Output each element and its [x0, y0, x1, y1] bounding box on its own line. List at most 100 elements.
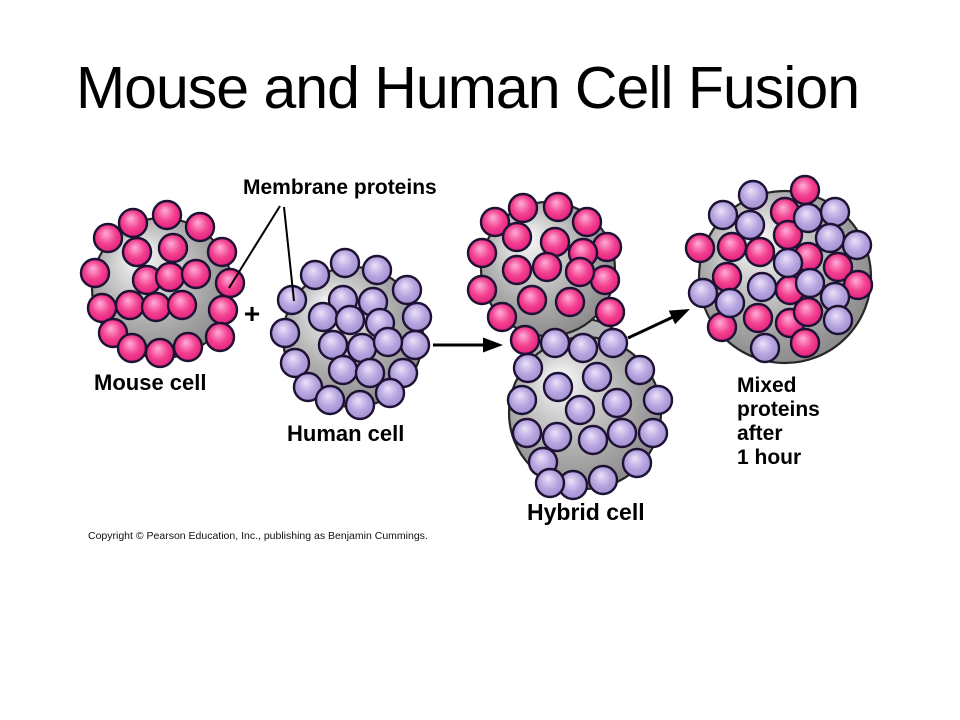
membrane-protein-purple [541, 421, 573, 453]
membrane-protein-purple [746, 271, 778, 303]
membrane-protein-pink [79, 257, 111, 289]
membrane-protein-pink [516, 284, 548, 316]
pointer-line [283, 206, 295, 302]
pointer-line [228, 205, 281, 289]
membrane-protein-purple [567, 332, 599, 364]
membrane-protein-purple [512, 352, 544, 384]
membrane-protein-pink [789, 174, 821, 206]
membrane-protein-pink [539, 226, 571, 258]
membrane-protein-pink [116, 332, 148, 364]
membrane-protein-pink [822, 251, 854, 283]
membrane-protein-pink [172, 331, 204, 363]
membrane-protein-pink [744, 236, 776, 268]
label-mixed-proteins: Mixed proteins after 1 hour [737, 374, 820, 470]
membrane-protein-purple [707, 199, 739, 231]
membrane-protein-purple [542, 371, 574, 403]
membrane-protein-purple [401, 301, 433, 333]
membrane-protein-pink [114, 289, 146, 321]
membrane-protein-pink [214, 267, 246, 299]
membrane-protein-pink [509, 324, 541, 356]
membrane-protein-pink [486, 301, 518, 333]
membrane-protein-pink [742, 302, 774, 334]
membrane-protein-purple [601, 387, 633, 419]
membrane-protein-pink [157, 232, 189, 264]
membrane-protein-pink [571, 206, 603, 238]
membrane-protein-purple [792, 202, 824, 234]
membrane-protein-purple [327, 354, 359, 386]
membrane-protein-pink [711, 261, 743, 293]
membrane-protein-purple [606, 417, 638, 449]
membrane-protein-pink [479, 206, 511, 238]
membrane-protein-purple [687, 277, 719, 309]
membrane-protein-pink [121, 236, 153, 268]
membrane-protein-pink [92, 222, 124, 254]
membrane-protein-pink [792, 296, 824, 328]
membrane-protein-purple [737, 179, 769, 211]
membrane-protein-purple [822, 304, 854, 336]
label-mixed-line-2: proteins [737, 398, 820, 421]
membrane-protein-pink [466, 237, 498, 269]
membrane-protein-purple [361, 254, 393, 286]
membrane-protein-purple [841, 229, 873, 261]
membrane-protein-purple [307, 301, 339, 333]
flow-arrow-head [483, 337, 503, 353]
membrane-protein-purple [597, 327, 629, 359]
membrane-protein-purple [334, 304, 366, 336]
membrane-protein-purple [346, 332, 378, 364]
membrane-protein-purple [772, 247, 804, 279]
membrane-protein-pink [206, 236, 238, 268]
membrane-protein-pink [204, 321, 236, 353]
copyright-text: Copyright © Pearson Education, Inc., pub… [88, 530, 428, 542]
membrane-protein-pink [154, 261, 186, 293]
membrane-protein-purple [299, 259, 331, 291]
label-human-cell: Human cell [287, 421, 405, 446]
membrane-protein-pink [207, 294, 239, 326]
membrane-protein-purple [624, 354, 656, 386]
membrane-protein-pink [531, 251, 563, 283]
membrane-protein-pink [684, 232, 716, 264]
membrane-protein-purple [329, 247, 361, 279]
membrane-protein-pink [789, 327, 821, 359]
membrane-protein-pink [594, 296, 626, 328]
membrane-protein-purple [814, 222, 846, 254]
membrane-protein-pink [507, 192, 539, 224]
membrane-protein-pink [501, 254, 533, 286]
membrane-protein-pink [86, 292, 118, 324]
membrane-protein-purple [642, 384, 674, 416]
label-mixed-line-4: 1 hour [737, 446, 802, 469]
label-mouse-cell: Mouse cell [94, 370, 207, 395]
label-membrane-proteins: Membrane proteins [243, 176, 437, 199]
membrane-protein-pink [542, 191, 574, 223]
membrane-protein-purple [269, 317, 301, 349]
membrane-protein-purple [344, 389, 376, 421]
membrane-protein-purple [372, 326, 404, 358]
membrane-protein-purple [577, 424, 609, 456]
membrane-protein-purple [314, 384, 346, 416]
membrane-protein-purple [534, 467, 566, 499]
membrane-protein-pink [117, 207, 149, 239]
membrane-protein-purple [279, 347, 311, 379]
membrane-protein-purple [734, 209, 766, 241]
membrane-protein-pink [144, 337, 176, 369]
label-mixed-line-3: after [737, 422, 783, 445]
membrane-protein-purple [374, 377, 406, 409]
flow-arrow-head [668, 309, 690, 325]
membrane-protein-pink [166, 289, 198, 321]
membrane-protein-purple [506, 384, 538, 416]
membrane-protein-pink [184, 211, 216, 243]
flow-arrow-line [627, 312, 680, 340]
membrane-protein-purple [391, 274, 423, 306]
membrane-protein-purple [564, 394, 596, 426]
membrane-protein-purple [749, 332, 781, 364]
membrane-protein-purple [399, 329, 431, 361]
membrane-protein-purple [621, 447, 653, 479]
membrane-protein-purple [539, 327, 571, 359]
membrane-protein-pink [564, 256, 596, 288]
membrane-protein-purple [794, 267, 826, 299]
membrane-protein-pink [554, 286, 586, 318]
membrane-protein-purple [317, 329, 349, 361]
membrane-protein-pink [589, 264, 621, 296]
membrane-protein-purple [511, 417, 543, 449]
